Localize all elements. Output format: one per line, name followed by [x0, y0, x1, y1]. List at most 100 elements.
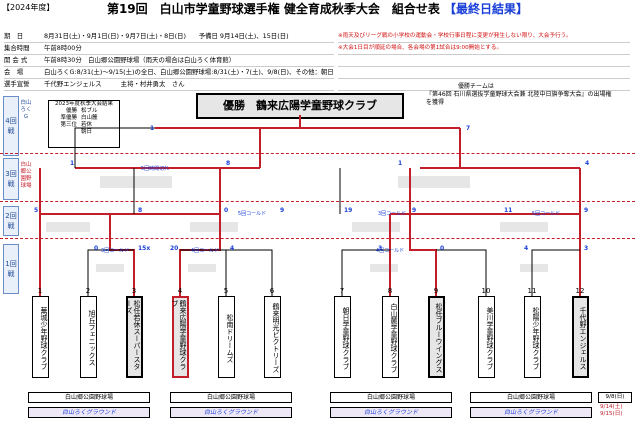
score: 3: [378, 245, 383, 252]
team-number: 10: [481, 287, 491, 295]
page-title: 第19回 白山市学童野球選手権 健全育成秋季大会 組合せ表 【最終日結果】: [0, 0, 635, 17]
score-note: 5回コールド: [237, 211, 267, 217]
score-note: 5回コールド: [531, 211, 561, 217]
team-5: 松南ドリームズ: [218, 296, 235, 378]
previous-results-heading: 2023年度秋季大会結果: [55, 101, 113, 107]
team-number: 11: [527, 287, 537, 295]
round-label-4: 4回戦: [3, 96, 19, 156]
team-number: 5: [223, 287, 229, 295]
score: 9: [280, 207, 285, 214]
round-label-2: 2回戦: [3, 206, 19, 236]
note-5: [338, 79, 630, 91]
team-number: 1: [37, 287, 43, 295]
winner-banner: 優勝 鶴来広陽学童野球クラブ: [196, 93, 404, 119]
venue-field: 白山郷公園野球場: [470, 392, 592, 403]
score-note: 5回時間切れ: [140, 166, 170, 172]
score: 0: [224, 207, 229, 214]
team-number: 2: [85, 287, 91, 295]
round-4-venue: 白山ろくG: [20, 100, 32, 120]
placeholder-box: [398, 176, 470, 188]
score: 0: [440, 245, 445, 252]
team-number: 6: [269, 287, 275, 295]
round-3-venue: 白山郷公園野球場: [20, 162, 32, 189]
placeholder-box: [46, 222, 90, 232]
score: 1: [70, 160, 75, 167]
placeholder-box: [190, 222, 238, 232]
team-2: 旭丘フェニックス: [80, 296, 97, 378]
team-12: 千代野エンジェルス: [572, 296, 589, 378]
placeholder-box: [96, 264, 124, 272]
team-8: 白山麓学童野球クラブ: [382, 296, 399, 378]
fiscal-year: 【2024年度】: [2, 3, 55, 12]
score: 0: [94, 245, 99, 252]
team-6: 鶴来明光ビクトリーズ: [264, 296, 281, 378]
champion-note-title: 優勝チームは: [458, 83, 494, 90]
round-label-1: 1回戦: [3, 244, 19, 294]
venue-field: 白山郷公園野球場: [28, 392, 150, 403]
venue-ground: 白山ろくグラウンド: [170, 407, 292, 418]
info-row-venue: 会 場白山ろくG:8/31(土)～9/15(土)の全日、白山郷公園野球場:8/3…: [4, 67, 334, 79]
date-box: 9/8(日): [598, 392, 632, 403]
score: 5: [34, 207, 39, 214]
prev-row: 準優勝白山麓: [60, 115, 98, 121]
note-2: ※大会1日目が順延の場合、各会場の第1試合は9:00開始とする。: [338, 43, 630, 55]
info-row-gather: 集合時間午前8時00分: [4, 43, 334, 55]
team-number: 4: [177, 287, 183, 295]
team-7: 朝日学童野球クラブ: [334, 296, 351, 378]
date-list: 9/14(土) 9/15(日): [600, 404, 623, 417]
score: 1: [398, 160, 403, 167]
placeholder-box: [520, 264, 548, 272]
note-3: [338, 55, 630, 67]
notes-box: ※雨天及びリーグ戦の小学校の運動会・学校行事日程に変更が発生しない限り、大会予行…: [338, 31, 630, 91]
prev-row: 朝日: [81, 129, 93, 135]
team-number: 9: [433, 287, 439, 295]
score: 3: [584, 245, 589, 252]
placeholder-box: [188, 264, 216, 272]
divider-3-2: [0, 201, 635, 202]
venue-ground: 白山ろくグラウンド: [330, 407, 452, 418]
placeholder-box: [352, 222, 400, 232]
score: 4: [585, 160, 590, 167]
venue-ground: 白山ろくグラウンド: [470, 407, 592, 418]
prev-row: 優勝松ブル: [65, 108, 98, 114]
venue-field: 白山郷公園野球場: [170, 392, 292, 403]
placeholder-box: [500, 222, 548, 232]
title-result: 【最終日結果】: [444, 2, 529, 16]
score-note: 4回コールド: [375, 248, 405, 254]
champion-note: 優勝チームは 『第46回 石川県選抜学童野球大会兼 北陸中日旗争奪大会』の出場権…: [418, 83, 632, 107]
score: 20: [170, 245, 179, 252]
venue-field: 白山郷公園野球場: [330, 392, 452, 403]
score-note: 4回コールド: [190, 248, 220, 254]
team-number: 12: [575, 287, 585, 295]
previous-results: 2023年度秋季大会結果 優勝松ブル 準優勝白山麓 第三位若休 朝日: [48, 100, 120, 148]
divider-2-1: [0, 238, 635, 239]
title-main: 第19回 白山市学童野球選手権 健全育成秋季大会 組合せ表: [106, 2, 440, 16]
score: 9: [584, 207, 589, 214]
info-row-oath: 選手宣誓千代野エンジェルス 主将・村井勇太 さん: [4, 79, 334, 91]
team-9: 松任ブルーウイングス: [428, 296, 445, 378]
score-note: 3回コールド: [377, 211, 407, 217]
team-1: 蕪城少年野球クラブ: [32, 296, 49, 378]
score: 1: [150, 125, 155, 132]
placeholder-box: [100, 176, 172, 188]
score: 15x: [138, 245, 151, 252]
team-11: 松陽少年野球クラブ: [524, 296, 541, 378]
note-4: [338, 67, 630, 79]
score: 9: [412, 207, 417, 214]
team-number: 3: [131, 287, 137, 295]
prev-row: 第三位若休: [60, 122, 93, 128]
team-number: 8: [387, 287, 393, 295]
round-label-3: 3回戦: [3, 158, 19, 200]
score: 4: [230, 245, 235, 252]
divider-4-3: [0, 153, 635, 154]
venue-ground: 白山ろくグラウンド: [28, 407, 150, 418]
score: 4: [524, 245, 529, 252]
score: 8: [138, 207, 143, 214]
score: 8: [226, 160, 231, 167]
placeholder-box: [370, 264, 398, 272]
team-10: 美川学童野球クラブ: [478, 296, 495, 378]
team-3: 松任若休スーパースターズ: [125, 296, 143, 378]
